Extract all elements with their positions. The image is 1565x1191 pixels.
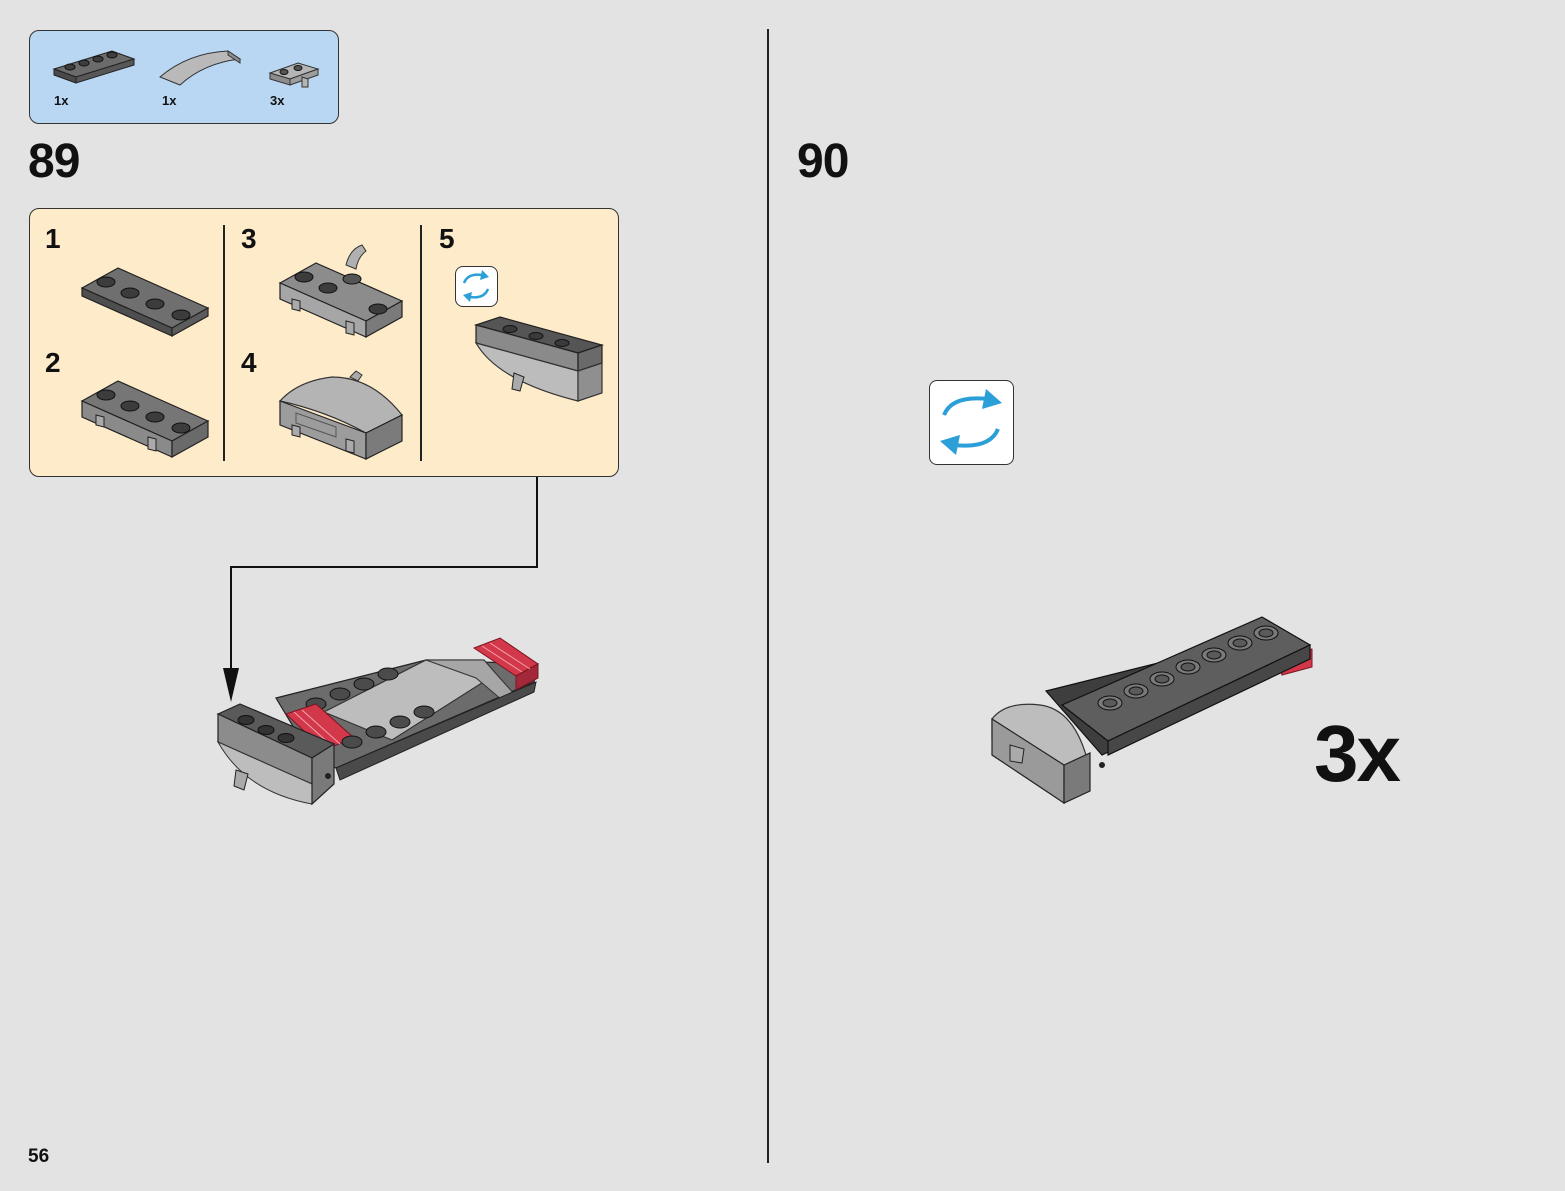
- curved-slope-icon: [159, 50, 242, 86]
- rotate-model-icon: [455, 266, 498, 307]
- substep-2-illustration: [80, 380, 210, 459]
- substep-number: 4: [241, 347, 257, 378]
- substep-callout: 1 2 3 4 5: [29, 208, 619, 477]
- substep-number: 5: [439, 223, 455, 254]
- step-number: 90: [797, 135, 849, 188]
- build-multiplier: 3x: [1314, 709, 1401, 798]
- page-divider: [767, 29, 769, 1163]
- step-89-main-assembly: [216, 637, 539, 806]
- part-qty: 1x: [162, 93, 177, 108]
- substep-number: 2: [45, 347, 61, 378]
- page-number: 56: [28, 1146, 50, 1167]
- substep-1-illustration: [80, 267, 210, 338]
- part-qty: 1x: [54, 93, 69, 108]
- parts-list-callout: 1x 1x 3x: [29, 30, 339, 124]
- plate-clip-icon: [268, 62, 320, 88]
- plate-1x4-icon: [52, 50, 136, 84]
- substep-divider: [223, 225, 225, 461]
- part-qty: 3x: [270, 93, 285, 108]
- substep-4-illustration: [278, 370, 403, 460]
- substep-number: 3: [241, 223, 257, 254]
- substep-number: 1: [45, 223, 61, 254]
- substep-5-illustration: [473, 316, 605, 402]
- step-number: 89: [28, 135, 80, 188]
- part-plate-clip: [268, 57, 324, 91]
- part-plate-1x4: [52, 43, 138, 84]
- step-90-main-assembly: [991, 616, 1313, 805]
- substep-divider: [420, 225, 422, 461]
- substep-3-illustration: [278, 244, 404, 339]
- part-curved-slope: [158, 47, 244, 87]
- rotate-model-icon: [929, 380, 1014, 465]
